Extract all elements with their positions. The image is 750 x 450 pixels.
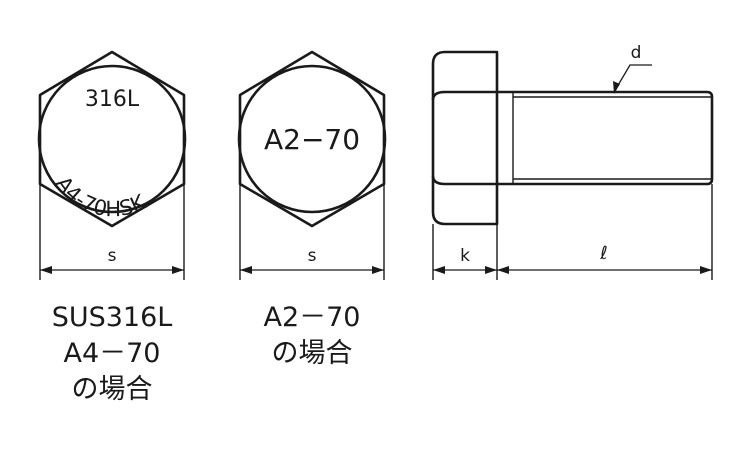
bolt-shank-outline	[497, 90, 714, 186]
hex-outline	[38, 50, 186, 228]
head-mark-316l: 316L	[85, 87, 140, 112]
caption-line-2: A4－70	[63, 338, 160, 369]
dim-arrow-left	[240, 266, 252, 274]
head-flat-lower	[431, 175, 497, 186]
dim-arrow-l-right	[700, 266, 712, 274]
dim-label-s: s	[308, 246, 317, 266]
dim-label-s: s	[108, 246, 117, 266]
bolt-head-outline	[431, 50, 499, 226]
dim-arrow-l-left	[497, 266, 509, 274]
hex-outline	[238, 50, 386, 228]
bolt-side-view: d k ℓ	[431, 43, 714, 280]
head-flat-upper	[431, 90, 497, 101]
caption-line-1: A2－70	[263, 302, 360, 333]
caption-line-3: の場合	[72, 374, 153, 405]
dim-arrow-right	[172, 266, 184, 274]
head-mark-a2-70: A2−70	[264, 123, 360, 156]
dim-arrow-k-left	[433, 266, 445, 274]
caption-a4: SUS316L A4－70 の場合	[52, 302, 173, 405]
head-mark-a4-70hsk: A4-70HSK	[51, 172, 150, 221]
leader-d	[613, 64, 652, 93]
caption-a2: A2－70 の場合	[263, 302, 360, 369]
dim-arrow-k-right	[485, 266, 497, 274]
hex-head-view-a4: 316L A4-70HSK s	[37, 50, 187, 280]
caption-line-2: の場合	[272, 338, 353, 369]
dim-label-d: d	[631, 43, 642, 63]
head-mark-a4-70hsk-path: A4-70HSK	[51, 172, 150, 221]
dim-arrow-left	[40, 266, 52, 274]
hex-head-view-a2: A2−70 s	[237, 50, 387, 280]
dim-arrow-right	[372, 266, 384, 274]
caption-line-1: SUS316L	[52, 302, 173, 333]
chamfer-circle	[237, 64, 387, 214]
chamfer-circle	[37, 64, 187, 214]
leader-arrow-d	[613, 81, 620, 94]
dim-label-l: ℓ	[599, 243, 607, 264]
dim-label-k: k	[460, 246, 470, 266]
